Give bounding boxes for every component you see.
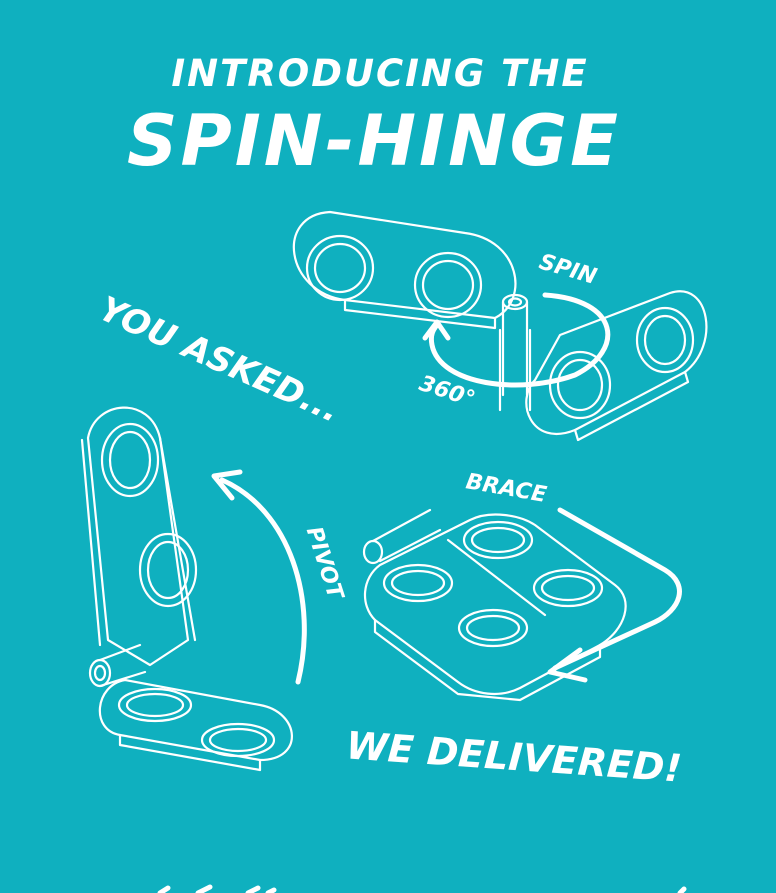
label-spin: SPIN bbox=[536, 250, 599, 290]
spin-hinge-illustration bbox=[292, 210, 708, 442]
pivot-hinge-illustration bbox=[80, 406, 307, 772]
cropped-bottom-marks bbox=[157, 884, 687, 893]
label-pivot: PIVOT bbox=[301, 524, 348, 605]
label-brace: BRACE bbox=[464, 469, 548, 508]
brace-hinge-illustration bbox=[362, 507, 682, 702]
headline-product: SPIN-HINGE bbox=[127, 100, 621, 182]
headline-intro: INTRODUCING THE bbox=[171, 52, 588, 95]
caption-you-asked: YOU ASKED... bbox=[93, 289, 346, 431]
caption-we-delivered: WE DELIVERED! bbox=[345, 723, 684, 790]
